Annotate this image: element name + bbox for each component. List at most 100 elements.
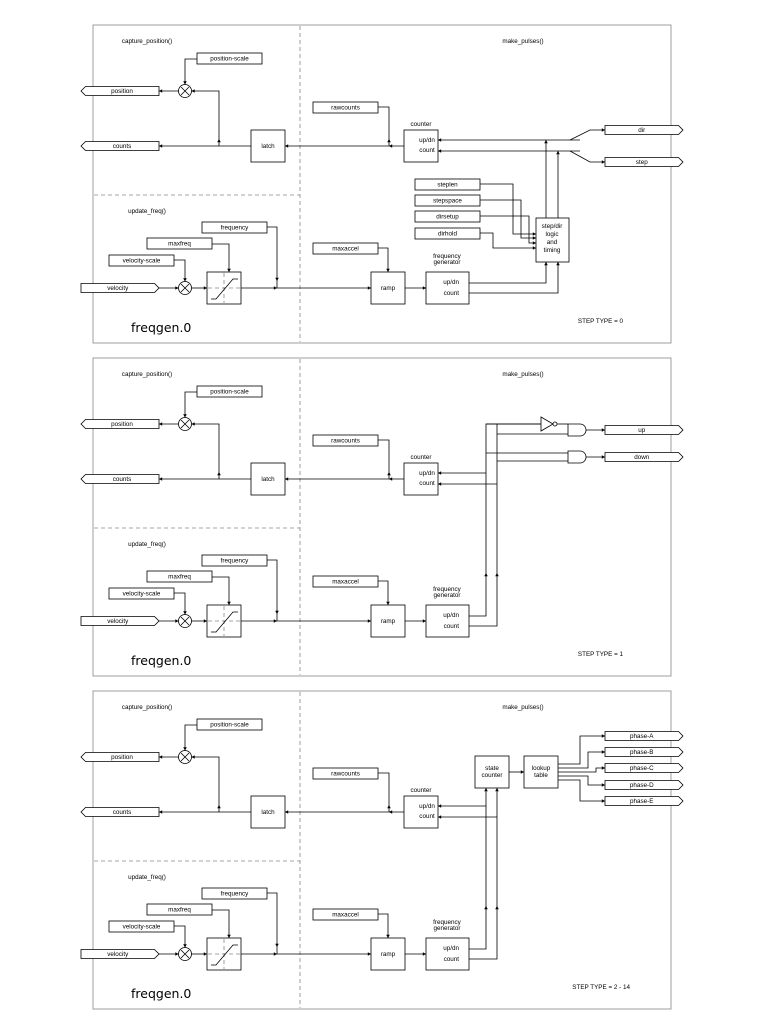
panel-step-type-1: capture_position()update_freq()make_puls… xyxy=(80,357,684,677)
lookup-table-label-2: table xyxy=(534,772,548,779)
counter-label: counter xyxy=(410,121,431,128)
arrowhead xyxy=(389,144,393,148)
arrowhead xyxy=(159,755,163,759)
arrowhead xyxy=(183,414,187,418)
counter-updn-label: up/dn xyxy=(419,803,435,810)
maxaccel-box xyxy=(312,242,379,255)
panel-step-type-0: capture_position()update_freq()make_puls… xyxy=(80,24,684,344)
arrowhead xyxy=(484,906,488,910)
velocity-multiplier-x2 xyxy=(180,283,190,293)
velocity-scale-box xyxy=(108,587,175,600)
make-pulses-label: make_pulses() xyxy=(502,704,543,711)
and-gate-down xyxy=(567,450,587,464)
latch-box xyxy=(250,462,286,496)
arrowhead xyxy=(422,619,426,623)
arrowhead xyxy=(601,455,605,459)
maxaccel-box xyxy=(312,575,379,588)
stepdir-param-box xyxy=(414,178,481,191)
update-freq-label: update_freq() xyxy=(128,541,166,548)
arrowhead xyxy=(175,952,179,956)
capture-position-label: capture_position() xyxy=(122,704,172,711)
arrowhead xyxy=(495,788,499,792)
component-name: freqgen.0 xyxy=(131,320,191,335)
wire-maxaccel xyxy=(378,580,389,605)
arrowhead xyxy=(183,611,187,615)
wire-dir-out xyxy=(569,129,605,141)
phase-pin xyxy=(604,731,684,741)
step-type-label: STEP TYPE = 0 xyxy=(578,318,624,325)
wire-phase-out xyxy=(558,779,605,802)
arrowhead xyxy=(422,286,426,290)
arrowhead xyxy=(387,805,391,809)
arrowhead xyxy=(601,428,605,432)
arrowhead xyxy=(601,160,605,164)
arrowhead xyxy=(285,144,289,148)
arrowhead xyxy=(601,766,605,770)
up-pin xyxy=(604,425,684,435)
counter-count-label: count xyxy=(419,147,435,154)
arrowhead xyxy=(438,815,442,819)
arrowhead xyxy=(544,262,548,266)
ramp-box xyxy=(370,937,406,971)
arrowhead xyxy=(438,149,442,153)
maxaccel-box-label: maxaccel xyxy=(332,912,359,919)
velocity-scale-box-label: velocity-scale xyxy=(123,258,161,265)
position-multiplier-x2 xyxy=(180,86,190,96)
latch-box-label: latch xyxy=(261,809,275,816)
wire-maxaccel xyxy=(378,247,389,272)
ramp-box-label: ramp xyxy=(381,951,396,958)
wire-count-to-logic xyxy=(469,262,559,294)
stepdir-logic-line: step/dir xyxy=(542,223,563,230)
update-freq-label: update_freq() xyxy=(128,208,166,215)
phase-pin xyxy=(604,747,684,757)
phase-pin xyxy=(604,763,684,773)
latch-box-label: latch xyxy=(261,476,275,483)
step-pin-label: step xyxy=(636,159,648,166)
counter-updn-label: up/dn xyxy=(419,137,435,144)
arrowhead xyxy=(183,944,187,948)
arrowhead xyxy=(387,472,391,476)
arrowhead xyxy=(285,477,289,481)
freqgen-title-2: generator xyxy=(434,592,461,599)
rawcounts-box-label: rawcounts xyxy=(331,771,360,778)
freqgen-title-1: frequency xyxy=(433,586,462,593)
wire-velocity-scale xyxy=(174,592,186,615)
phase-pin-label: phase-D xyxy=(630,782,654,789)
stepdir-param-box xyxy=(414,194,481,207)
freqgen-updn-label: up/dn xyxy=(443,945,459,952)
update-freq-label: update_freq() xyxy=(128,874,166,881)
velocity-pin xyxy=(80,949,160,959)
wire-maxfreq xyxy=(212,909,230,938)
maxfreq-box-label: maxfreq xyxy=(168,907,191,914)
arrowhead xyxy=(285,810,289,814)
phase-pin-label: phase-C xyxy=(630,765,654,772)
lookup-table-label-1: lookup xyxy=(532,765,551,772)
position-multiplier-x2 xyxy=(180,419,190,429)
position-pin-label: position xyxy=(111,754,133,761)
velocity-pin xyxy=(80,283,160,293)
arrowhead xyxy=(601,783,605,787)
arrowhead xyxy=(217,805,221,809)
velocity-pin xyxy=(80,616,160,626)
freqgen-title-2: generator xyxy=(434,259,461,266)
arrowhead xyxy=(273,286,277,290)
wire-position-scale xyxy=(184,724,197,751)
freqgen-count-label: count xyxy=(444,956,460,963)
rawcounts-box xyxy=(312,434,379,447)
limiter-curve xyxy=(211,944,238,966)
wire-velocity-scale xyxy=(174,259,186,282)
wire-updn-to-logic xyxy=(469,262,547,284)
up-pin-label: up xyxy=(638,427,646,434)
wire-latch-to-multiplier xyxy=(191,423,220,479)
step-type-label: STEP TYPE = 2 - 14 xyxy=(572,984,630,991)
freqgen-count-label: count xyxy=(444,290,460,297)
stepdir-logic-box xyxy=(535,217,570,263)
capture-position-label: capture_position() xyxy=(122,38,172,45)
stepdir-param-box-label: stepspace xyxy=(433,198,462,205)
wire-step-out xyxy=(569,150,605,163)
maxaccel-box xyxy=(312,908,379,921)
arrowhead xyxy=(217,472,221,476)
counter-count-label: count xyxy=(419,813,435,820)
freqgen-box xyxy=(425,271,470,305)
